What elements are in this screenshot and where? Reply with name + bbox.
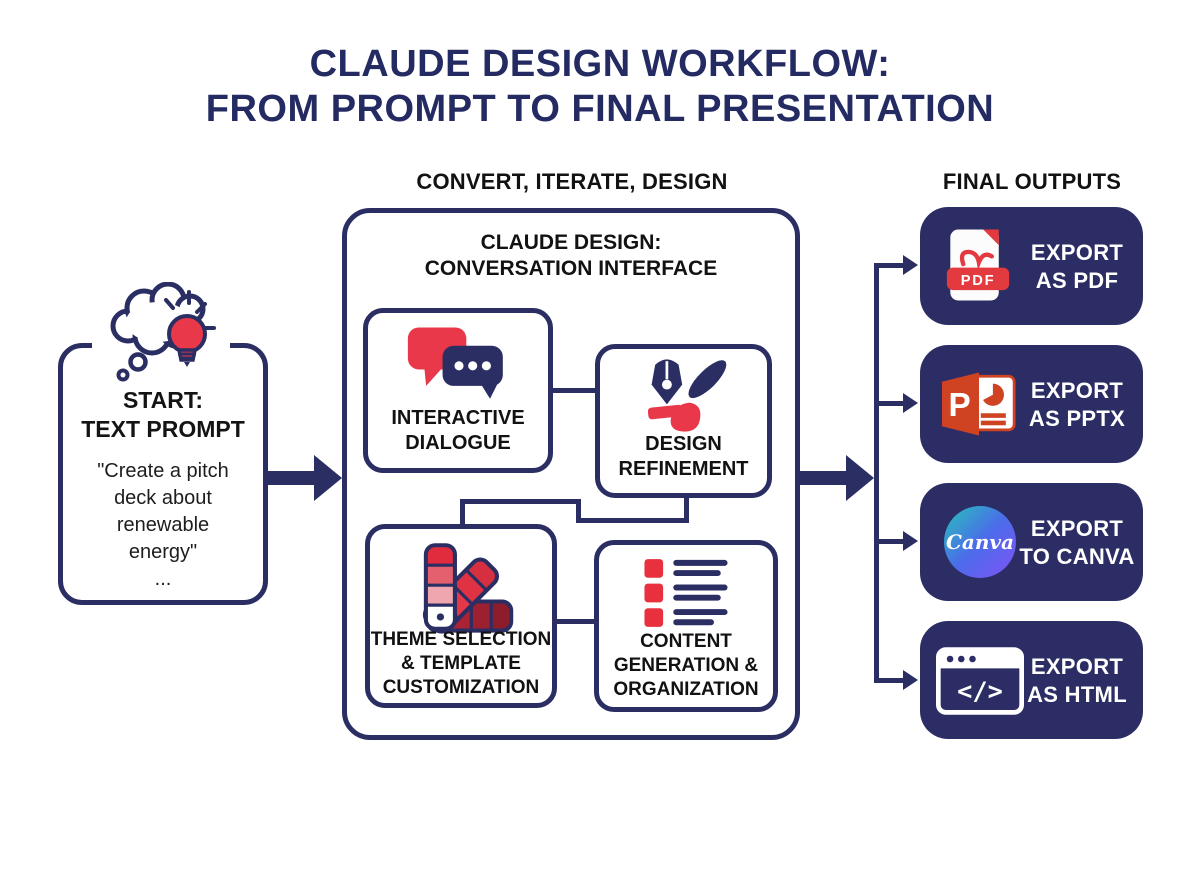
branch-line-html — [874, 678, 904, 683]
flow-arrow-interface-to-outputs-head — [846, 455, 874, 501]
branch-arrowhead-canva — [903, 531, 918, 551]
output-box-canva: Canva EXPORT TO CANVA — [920, 483, 1143, 601]
output-label-html: EXPORT AS HTML — [1027, 654, 1127, 707]
output-box-pdf: PDF EXPORT AS PDF — [920, 207, 1143, 325]
page-title-line1: CLAUDE DESIGN WORKFLOW: — [309, 43, 891, 85]
node-design-refinement-label: DESIGN REFINEMENT — [618, 433, 749, 480]
thought-cloud-lightbulb-icon — [92, 282, 230, 384]
pdf-file-icon: PDF — [946, 229, 1010, 301]
connector-dialogue-to-refinement — [553, 388, 595, 393]
start-title-line2: TEXT PROMPT — [81, 416, 245, 442]
quote-line: "Create a pitch — [97, 460, 229, 482]
conversation-interface-title: CLAUDE DESIGN: CONVERSATION INTERFACE — [342, 230, 800, 282]
branch-line-canva — [874, 539, 904, 544]
connector-lower-horizontal-segment — [576, 518, 689, 523]
node-content-generation-label: CONTENT GENERATION & ORGANIZATION — [613, 631, 759, 700]
flow-arrow-start-to-interface-head — [314, 455, 342, 501]
node-content-generation — [594, 540, 778, 712]
start-box-title: START: TEXT PROMPT — [58, 386, 268, 444]
branch-arrowhead-pptx — [903, 393, 918, 413]
browser-code-icon: </> — [936, 647, 1024, 715]
code-glyph: </> — [957, 677, 1003, 706]
pdf-badge-text: PDF — [961, 273, 996, 289]
canva-logo-icon: Canva — [944, 506, 1016, 578]
quote-ellipsis: ... — [154, 568, 172, 590]
output-label-pdf: EXPORT AS PDF — [1030, 240, 1124, 293]
list-icon — [644, 559, 728, 627]
output-box-html: </> EXPORT AS HTML — [920, 621, 1143, 739]
lightbulb-icon — [167, 314, 207, 354]
connector-upper-horizontal-segment — [460, 499, 581, 504]
flow-arrow-interface-to-outputs-bar — [800, 471, 848, 485]
outputs-spine-line — [874, 263, 879, 683]
node-theme-selection-label: THEME SELECTION & TEMPLATE CUSTOMIZATION — [370, 629, 552, 698]
output-label-pptx: EXPORT AS PPTX — [1028, 378, 1126, 431]
node-interactive-dialogue-label: INTERACTIVE DIALOGUE — [391, 407, 525, 454]
page-title: CLAUDE DESIGN WORKFLOW: FROM PROMPT TO F… — [0, 42, 1200, 132]
branch-arrowhead-html — [903, 670, 918, 690]
branch-line-pptx — [874, 401, 904, 406]
branch-line-pdf — [874, 263, 904, 268]
output-box-pptx: P EXPORT AS PPTX — [920, 345, 1143, 463]
page-title-line2: FROM PROMPT TO FINAL PRESENTATION — [205, 88, 995, 130]
outputs-section-header: FINAL OUTPUTS — [942, 169, 1122, 194]
start-prompt-quote: "Create a pitch deck about renewable ene… — [43, 458, 283, 593]
flow-arrow-start-to-interface-bar — [268, 471, 316, 485]
quote-line: renewable — [116, 514, 210, 536]
connector-refinement-down-segment — [684, 498, 689, 523]
start-title-line1: START: — [122, 387, 204, 413]
quote-line: energy" — [128, 541, 198, 563]
pen-brush-icon — [647, 359, 727, 432]
connector-theme-up-segment — [460, 499, 465, 526]
color-swatches-icon — [422, 543, 514, 634]
powerpoint-icon: P — [942, 372, 1016, 436]
branch-arrowhead-pdf — [903, 255, 918, 275]
interface-title-line1: CLAUDE DESIGN: — [480, 231, 662, 254]
canva-wordmark: Canva — [946, 530, 1014, 554]
powerpoint-letter: P — [948, 387, 970, 424]
process-section-header: CONVERT, ITERATE, DESIGN — [416, 169, 728, 194]
connector-theme-to-content — [557, 619, 594, 624]
output-label-canva: EXPORT TO CANVA — [1019, 516, 1135, 569]
quote-line: deck about — [114, 487, 212, 509]
connector-mid-vertical-segment — [576, 500, 581, 523]
chat-bubbles-icon — [407, 327, 503, 399]
interface-title-line2: CONVERSATION INTERFACE — [424, 257, 718, 280]
